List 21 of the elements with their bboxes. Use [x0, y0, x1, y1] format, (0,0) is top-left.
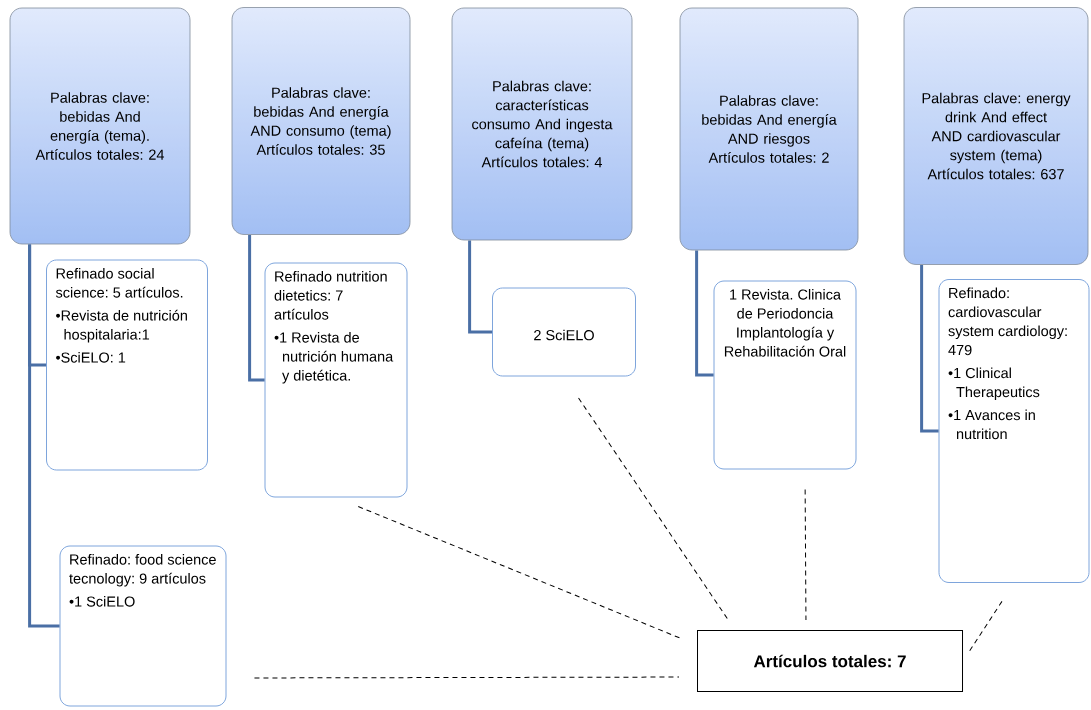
result-box: Refinado social science: 5 artículos. •Revista de nutrición hospitalaria:1 •SciELO: 1 — [46, 259, 208, 471]
keyword-box: Palabras clave: bebidas And energía AND consumo (tema) Artículos totales: 35 — [231, 7, 411, 235]
result-box: Refinado nutrition dietetics: 7 artículos •1 Revista de nutrición humana y dietética. — [264, 262, 408, 498]
dashed-line — [804, 488, 807, 621]
keyword-box: Palabras clave: características consumo And ingesta cafeína (tema) Artículos totales: 4 — [451, 7, 633, 241]
connector-line — [248, 234, 265, 382]
connector-line — [920, 264, 939, 433]
total-box: Artículos totales: 7 — [697, 630, 963, 692]
result-box: 1 Revista. Clinica de Periodoncia Implantología y Rehabilitación Oral — [713, 280, 857, 470]
result-box: 2 SciELO — [492, 287, 636, 377]
keyword-box: Palabras clave: bebidas And energía (tema). Artículos totales: 24 — [9, 7, 191, 245]
connector-line — [28, 244, 60, 628]
connector-line — [695, 250, 714, 377]
dashed-line — [253, 676, 680, 679]
keyword-box: Palabras clave: bebidas And energía AND riesgos Artículos totales: 2 — [679, 7, 859, 251]
dashed-line — [357, 506, 681, 639]
connector-line — [468, 240, 493, 334]
dashed-line — [968, 600, 1003, 654]
result-box: Refinado: food science tecnology: 9 artículos •1 SciELO — [59, 545, 227, 707]
result-box: Refinado: cardiovascular system cardiology: 479 •1 Clinical Therapeutics •1 Avances in nutrition — [938, 279, 1090, 583]
keyword-box: Palabras clave: energy drink And effect AND cardiovascular system (tema) Artículos totales: 637 — [903, 7, 1089, 265]
